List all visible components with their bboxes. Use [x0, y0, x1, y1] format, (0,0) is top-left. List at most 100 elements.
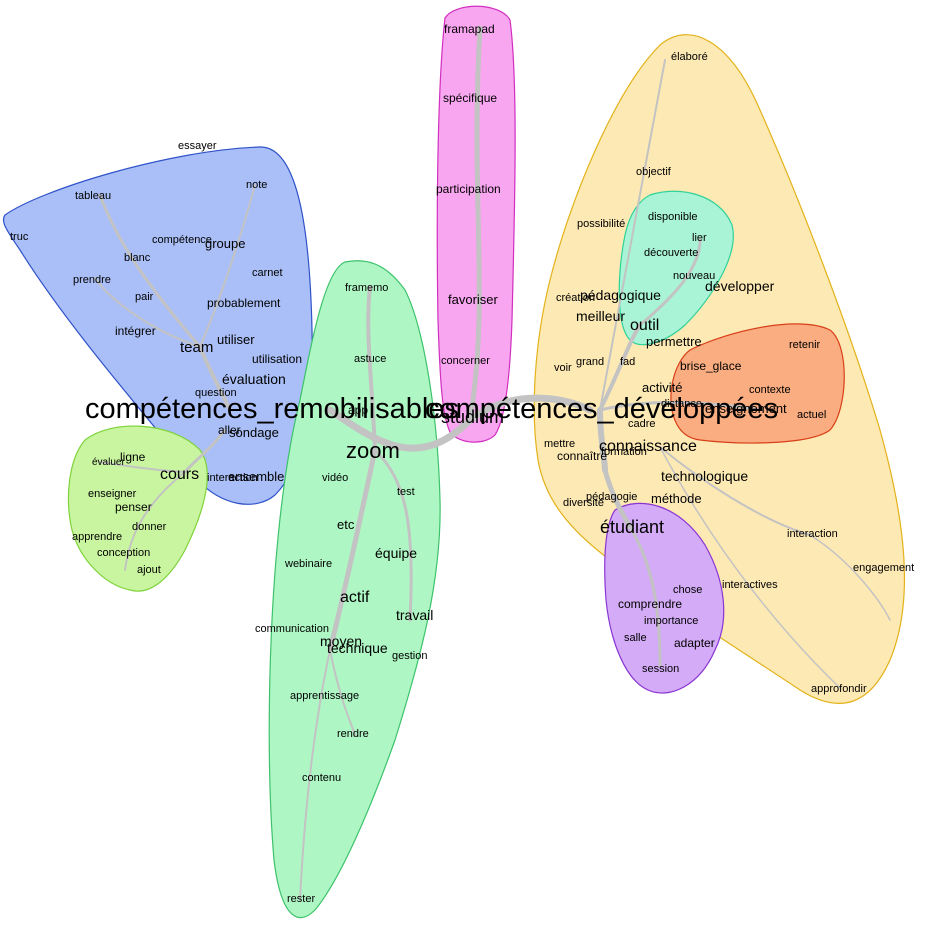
node-label: mettre [544, 438, 575, 450]
node-label: diversité [563, 497, 604, 509]
node-label: équipe [375, 545, 417, 561]
node-label: zoom [346, 438, 400, 463]
edge [467, 25, 483, 423]
node-label: découverte [644, 247, 698, 259]
node-label: formation [601, 446, 647, 458]
edge [373, 448, 413, 622]
edge [598, 323, 642, 412]
node-label: outil [630, 317, 659, 334]
node-label: framemo [345, 282, 388, 294]
node-label: sondage [229, 425, 279, 440]
node-label: utiliser [217, 332, 255, 347]
node-label: distance [661, 398, 702, 410]
node-label: évaluer [92, 457, 125, 468]
node-label: etc [337, 517, 355, 532]
node-label: pédagogique [580, 287, 661, 303]
edge [124, 471, 186, 571]
node-label: communication [255, 623, 329, 635]
node-label: blanc [124, 252, 151, 264]
node-label: pédagogie [586, 491, 637, 503]
node-label: grand [576, 356, 604, 368]
node-label: penser [115, 500, 152, 514]
node-label: contexte [749, 384, 791, 396]
node-label: ensemble [228, 469, 284, 484]
node-label: apprentissage [290, 690, 359, 702]
node-label: enseigner [88, 488, 137, 500]
edge [628, 525, 662, 667]
node-label: travail [396, 607, 433, 623]
node-label: brise_glace [680, 359, 742, 373]
edge [299, 649, 331, 901]
edge [638, 238, 702, 327]
edge [366, 285, 377, 452]
node-label: cadre [628, 418, 656, 430]
node-label: approfondir [811, 683, 867, 695]
node-label: gestion [392, 650, 427, 662]
node-label: session [642, 663, 679, 675]
node-label: interaction [787, 528, 838, 540]
cluster-halo-etudiant [604, 502, 725, 694]
node-label: possibilité [577, 218, 625, 230]
node-label: cours [160, 466, 199, 483]
edge [602, 467, 633, 530]
node-label: rendre [337, 728, 369, 740]
edge [183, 428, 227, 474]
node-label: meilleur [576, 308, 625, 324]
edge [99, 461, 186, 473]
edge [599, 59, 666, 411]
node-label: test [397, 486, 415, 498]
edge [659, 446, 841, 689]
node-label: vidéo [322, 472, 348, 484]
cluster-halo-cours [67, 425, 208, 592]
cluster-halo-outil [618, 190, 734, 346]
node-label: connaître [557, 449, 607, 463]
node-label: prendre [73, 274, 111, 286]
node-label: donner [132, 521, 167, 533]
node-label: concerner [441, 355, 490, 367]
node-label: technologique [661, 468, 748, 484]
node-label: enseignement [705, 401, 787, 416]
node-label: team [180, 339, 213, 356]
node-label: lier [692, 232, 707, 244]
node-label: fad [620, 356, 635, 368]
edge [98, 193, 202, 349]
node-label: studium [441, 407, 504, 427]
node-label: moyen [320, 633, 362, 649]
node-label: essayer [178, 140, 217, 152]
node-label: développer [705, 278, 775, 294]
node-label: apprendre [72, 531, 122, 543]
node-label: question [195, 387, 237, 399]
edge [94, 277, 201, 348]
edge [809, 534, 891, 621]
node-label: salle [624, 632, 647, 644]
node-label: technique [327, 640, 388, 656]
node-label: actif [340, 589, 370, 606]
node-label: utilisation [252, 352, 302, 366]
node-label: webinaire [284, 558, 332, 570]
node-label: ajout [137, 564, 161, 576]
node-label: favoriser [448, 292, 499, 307]
node-label: comprendre [618, 597, 682, 611]
node-label: permettre [646, 334, 702, 349]
edge [597, 407, 608, 473]
node-label: aller [218, 423, 241, 437]
edge [198, 345, 232, 412]
node-label: conception [97, 547, 150, 559]
node-label: interactives [722, 579, 778, 591]
cluster-halo-brise-glace [670, 323, 845, 444]
node-label: retenir [789, 339, 821, 351]
node-label: framapad [444, 22, 495, 36]
node-label: importance [644, 615, 698, 627]
node-label: actuel [797, 409, 826, 421]
node-label: participation [436, 182, 501, 196]
node-label: connaissance [599, 438, 697, 455]
node-label: ligne [120, 450, 146, 464]
node-label: activité [642, 380, 682, 395]
node-label: méthode [651, 491, 702, 506]
node-label: tableau [75, 190, 111, 202]
hub-label: compétences_remobilisables [85, 393, 459, 425]
node-label: groupe [205, 236, 245, 251]
node-label: probablement [207, 296, 281, 310]
